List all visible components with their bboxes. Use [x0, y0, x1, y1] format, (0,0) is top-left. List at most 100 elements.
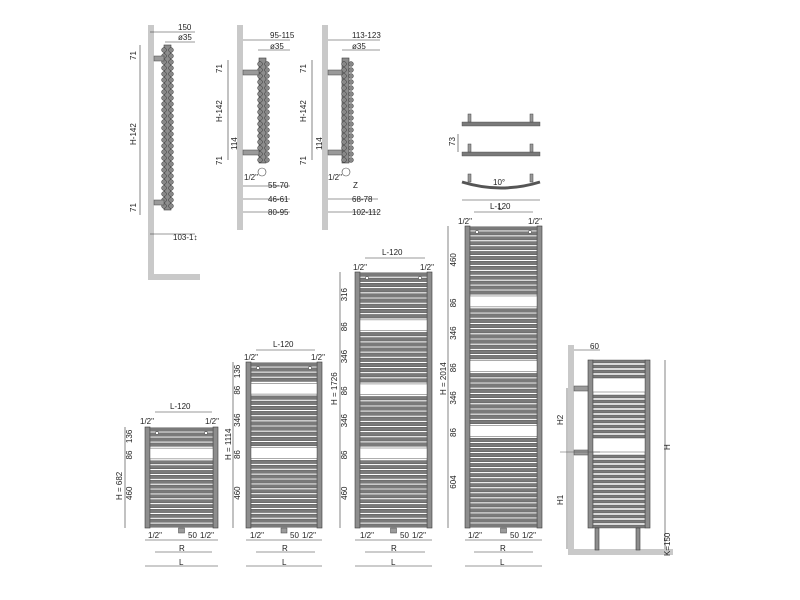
tube-section: [348, 103, 354, 109]
heating-bar: [149, 514, 214, 518]
heating-bar: [469, 399, 538, 404]
heating-bar: [469, 285, 538, 290]
f3-top-width: L-120: [382, 248, 403, 257]
f3-bottom-mid: 50: [400, 531, 409, 540]
tube-section: [341, 103, 347, 109]
tube-section: [264, 115, 270, 121]
tube-section: [161, 173, 167, 179]
heating-bar: [359, 513, 428, 518]
sv1-spacing-bottom: 71: [129, 203, 138, 212]
sv2-diameter: ø35: [270, 42, 284, 51]
bottom-valve: [178, 527, 185, 534]
tube-section: [257, 139, 263, 145]
heating-bar: [250, 504, 318, 508]
tube-section: [341, 133, 347, 139]
heating-bar: [469, 383, 538, 388]
sv2-dim3: 80-95: [268, 208, 289, 217]
tube-section: [168, 149, 174, 155]
heating-bar: [469, 355, 538, 360]
heating-bar: [469, 241, 538, 246]
heating-bar: [469, 334, 538, 339]
tube-section: [257, 97, 263, 103]
tube-section: [341, 85, 347, 91]
heating-bar: [469, 318, 538, 323]
heating-bar: [592, 404, 646, 409]
towel-gap: [250, 447, 318, 459]
bottom-valve: [390, 527, 397, 534]
sv1-projection: 103-1↕: [173, 233, 197, 242]
f1-top-width: L-120: [170, 402, 191, 411]
heating-bar: [359, 378, 428, 383]
heating-bar: [250, 411, 318, 416]
sv2-spacing-top: 71: [215, 64, 224, 73]
tube-section: [264, 151, 270, 157]
tube-section: [161, 191, 167, 197]
tube-section: [348, 73, 354, 79]
heating-bar: [592, 504, 646, 509]
heating-bar: [149, 470, 214, 474]
heating-bar: [149, 437, 214, 442]
tube-section: [161, 155, 167, 161]
top-width: L: [498, 203, 503, 212]
heating-bar: [250, 489, 318, 494]
heating-bar: [359, 337, 428, 342]
tube-section: [161, 107, 167, 113]
tube-section: [168, 197, 174, 203]
sv1-height: H-142: [129, 123, 138, 145]
sv3-dim2: 68-78: [352, 195, 373, 204]
heating-bar: [250, 395, 318, 400]
tube-section: [341, 139, 347, 145]
tube-section: [168, 191, 174, 197]
heating-bar: [469, 378, 538, 383]
segment-dimension: 86: [340, 322, 349, 331]
heating-bar: [250, 377, 318, 382]
tube-section: [341, 79, 347, 85]
tube-section: [348, 61, 354, 67]
sv2-valve: 1/2": [244, 173, 258, 182]
sv3-top-width: 113-123: [352, 31, 381, 40]
tube-section: [168, 53, 174, 59]
tube-section: [161, 131, 167, 137]
sv3-height: H-142: [299, 100, 308, 122]
heating-bar: [469, 448, 538, 452]
collector-post: [536, 225, 543, 529]
f4-bottom-right: 1/2": [522, 531, 536, 540]
heating-bar: [250, 431, 318, 436]
sv1-spacing-top: 71: [129, 51, 138, 60]
heating-bar: [359, 303, 428, 308]
heating-bar: [469, 251, 538, 255]
heating-bar: [359, 272, 428, 277]
tube-section: [161, 113, 167, 119]
heating-bar: [592, 469, 646, 474]
tube-section: [257, 133, 263, 139]
heating-bar: [250, 436, 318, 441]
top-offset: 73: [448, 137, 457, 146]
tube-section: [168, 77, 174, 83]
heating-bar: [359, 401, 428, 406]
heating-bar: [359, 396, 428, 401]
tube-section: [257, 85, 263, 91]
sv2-mid: 114: [230, 137, 239, 150]
tube-section: [168, 59, 174, 65]
heating-bar: [250, 362, 318, 367]
heating-bar: [469, 236, 538, 241]
side-view-2-tubes: [257, 61, 270, 163]
heating-bar: [359, 283, 428, 288]
tube-section: [264, 79, 270, 85]
tube-section: [168, 107, 174, 113]
towel-gap: [469, 360, 538, 372]
heating-bar: [250, 426, 318, 431]
heating-bar: [359, 373, 428, 378]
heating-bar: [592, 424, 646, 429]
tube-section: [168, 179, 174, 185]
heating-bar: [359, 489, 428, 494]
heating-bar: [359, 332, 428, 337]
tube-section: [161, 65, 167, 71]
towel-gap: [359, 447, 428, 460]
heating-bar: [359, 416, 428, 421]
tube-section: [264, 157, 270, 163]
sv2-height: H-142: [215, 100, 224, 122]
heating-bar: [359, 432, 428, 437]
